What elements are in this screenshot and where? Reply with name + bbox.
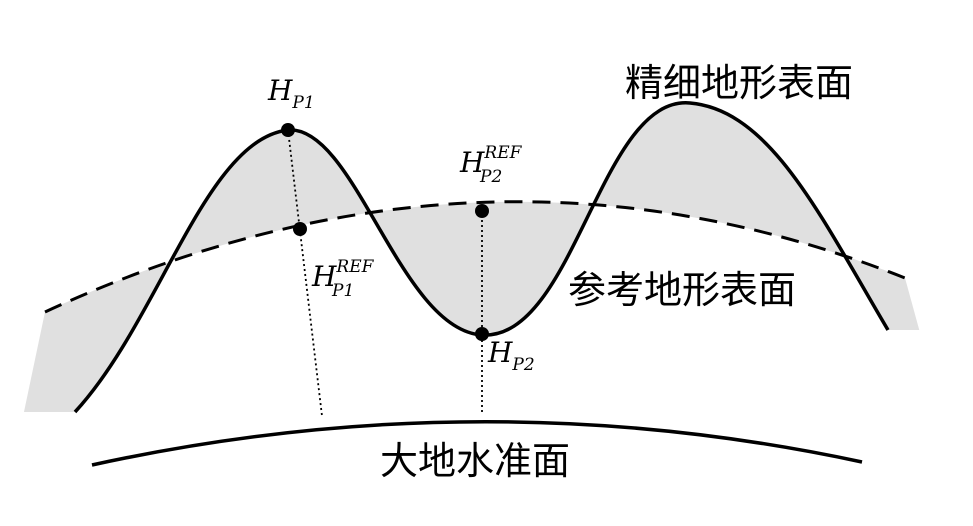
point-hp1-ref	[293, 222, 307, 236]
geoid-curve	[91, 420, 863, 467]
point-hp2	[475, 327, 489, 341]
label-hp1: HP1	[267, 74, 315, 113]
point-hp2-ref	[475, 204, 489, 218]
label-geoid: 大地水准面	[380, 439, 570, 483]
label-fine-terrain: 精细地形表面	[625, 61, 853, 105]
label-hp2: HP2	[487, 336, 535, 375]
point-hp1	[281, 123, 295, 137]
p1-dotted-line	[287, 129, 323, 417]
reference-terrain-curve	[44, 200, 906, 314]
label-reference-terrain: 参考地形表面	[568, 268, 796, 312]
